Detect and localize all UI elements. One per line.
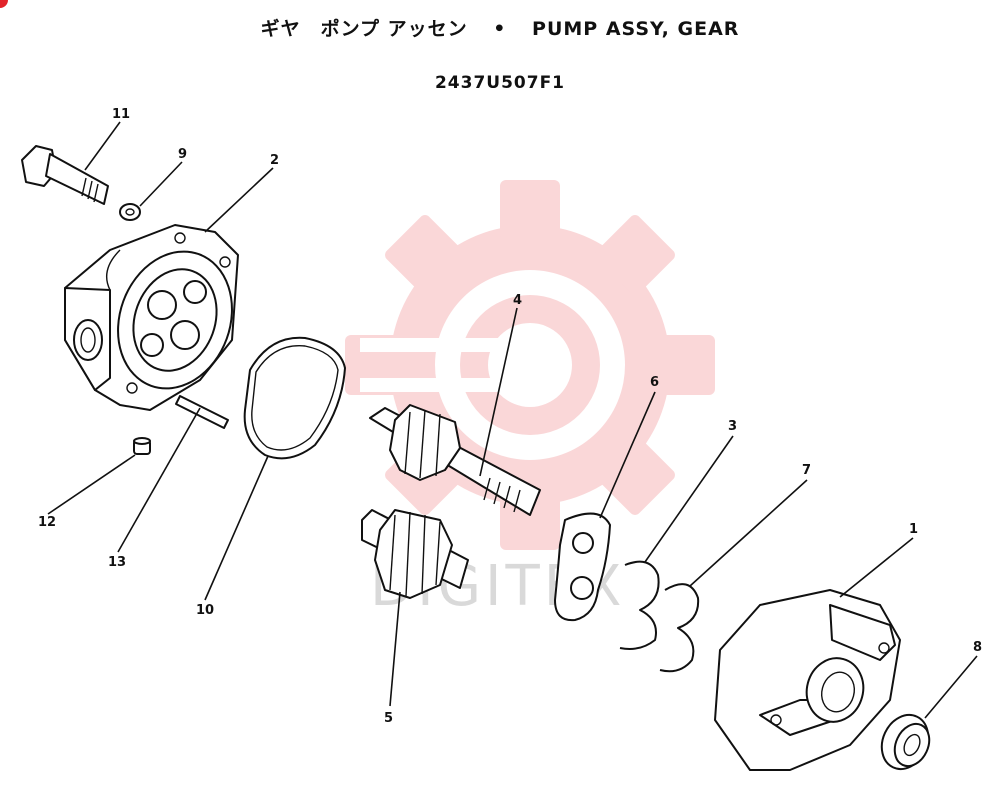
diagram-title: ギヤ ポンプ アッセン • PUMP ASSY, GEAR (0, 14, 1000, 41)
leader-line-7 (689, 479, 808, 587)
title-english: PUMP ASSY, GEAR (532, 18, 740, 40)
callout-7: 7 (802, 463, 811, 478)
leader-line-10 (204, 455, 269, 601)
callout-11: 11 (112, 107, 130, 122)
leader-line-12 (47, 454, 136, 515)
callout-labels: 11 9 2 12 13 10 4 5 6 3 7 1 8 (38, 107, 982, 726)
driven-gear-part (361, 509, 469, 599)
snap-ring-3-part (619, 560, 660, 650)
callout-13: 13 (108, 555, 126, 570)
brand-corner-dot (0, 0, 8, 8)
dowel-pin-part (175, 395, 229, 429)
leader-line-8 (924, 655, 978, 719)
callout-1: 1 (909, 522, 918, 537)
leader-line-11 (84, 121, 121, 171)
watermark-gear-logo (345, 180, 715, 550)
pump-body-part (714, 589, 901, 771)
callout-2: 2 (270, 153, 279, 168)
plug-part (133, 437, 151, 455)
o-ring-part (243, 336, 346, 460)
title-japanese: ギヤ ポンプ アッセン (260, 18, 468, 40)
part-number: 2437U507F1 (434, 73, 566, 93)
leader-line-5 (389, 591, 401, 707)
callout-10: 10 (196, 603, 214, 618)
leader-lines (47, 121, 978, 719)
title-separator: • (493, 18, 507, 40)
oil-seal-part (880, 713, 931, 771)
callout-12: 12 (38, 515, 56, 530)
drive-gear-shaft-part (369, 404, 541, 516)
leader-line-13 (117, 407, 201, 553)
bolt-part (21, 145, 109, 205)
callout-4: 4 (513, 293, 522, 308)
pump-cover-part (64, 224, 239, 411)
callout-6: 6 (650, 375, 659, 390)
callout-3: 3 (728, 419, 737, 434)
leader-line-6 (599, 391, 656, 519)
leader-line-4 (479, 307, 518, 477)
washer-part (119, 203, 141, 221)
callout-9: 9 (178, 147, 187, 162)
leader-line-1 (839, 537, 914, 598)
leader-line-2 (204, 167, 274, 233)
leader-line-9 (139, 161, 183, 207)
gasket-part (554, 512, 611, 622)
leader-line-3 (644, 435, 734, 563)
callout-8: 8 (973, 640, 982, 655)
callout-5: 5 (384, 711, 393, 726)
snap-ring-7-part (659, 583, 700, 673)
